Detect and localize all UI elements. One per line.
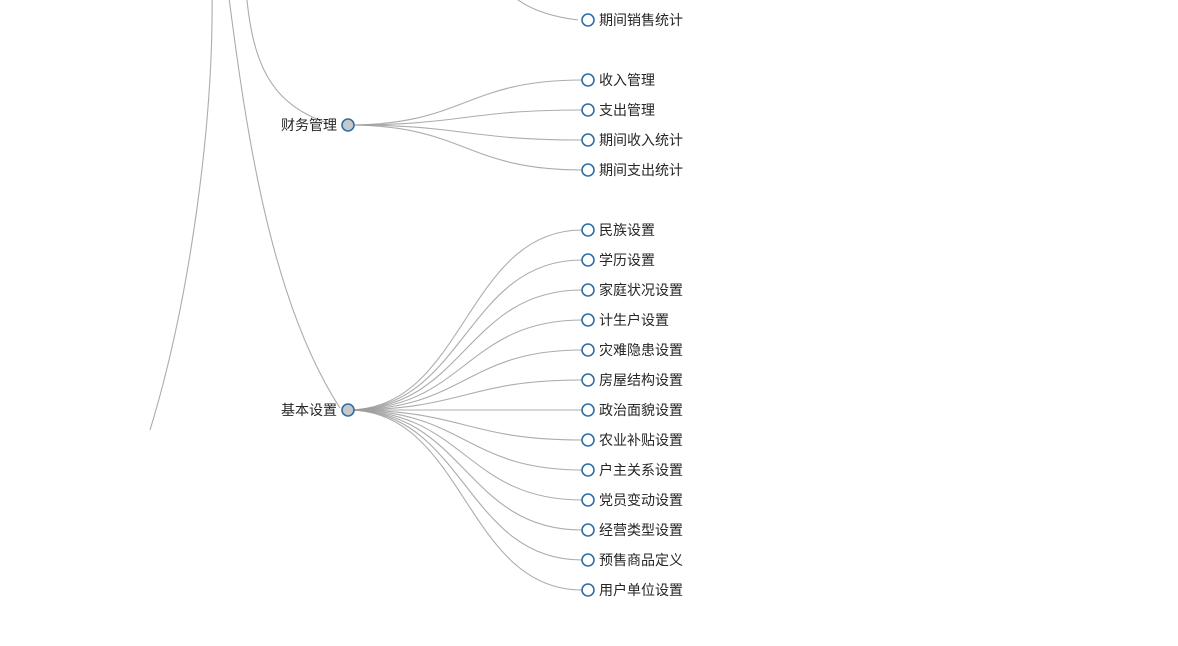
tree-node[interactable]: 政治面貌设置 (581, 403, 683, 419)
node-circle-leaf[interactable] (581, 253, 595, 267)
tree-node[interactable]: 预售商品定义 (581, 553, 683, 569)
node-label: 计生户设置 (599, 312, 669, 329)
tree-node[interactable]: 学历设置 (581, 253, 655, 269)
node-label: 期间支出统计 (599, 163, 683, 179)
node-label: 房屋结构设置 (599, 373, 683, 389)
links-layer (149, 0, 583, 591)
node-label: 财务管理 (281, 118, 337, 134)
node-label: 家庭状况设置 (599, 282, 683, 299)
tree-node[interactable]: 农业补贴设置 (581, 433, 683, 449)
tree-link (347, 409, 583, 501)
tree-link (347, 124, 583, 171)
tree-node[interactable]: 党员变动设置 (581, 493, 683, 509)
node-label: 灾难隐患设置 (599, 342, 683, 359)
node-label: 预售商品定义 (599, 553, 683, 569)
tree-node[interactable]: 用户单位设置 (581, 582, 683, 599)
tree-link (347, 409, 583, 591)
tree-node[interactable]: 收入管理 (581, 73, 655, 89)
node-label: 期间收入统计 (599, 133, 683, 149)
node-circle-leaf[interactable] (581, 73, 595, 87)
node-toggle-circle-collapsed[interactable] (341, 403, 355, 417)
node-label: 基本设置 (281, 402, 337, 419)
node-circle-leaf[interactable] (581, 373, 595, 387)
node-circle-leaf[interactable] (581, 463, 595, 477)
node-circle-leaf[interactable] (581, 13, 595, 27)
node-circle-leaf[interactable] (581, 433, 595, 447)
tree-link (347, 229, 583, 411)
tree-node[interactable]: 期间收入统计 (581, 133, 683, 149)
tree-node[interactable]: 期间销售统计 (581, 13, 683, 29)
node-circle-leaf[interactable] (581, 283, 595, 297)
node-circle-leaf[interactable] (581, 493, 595, 507)
tree-node[interactable]: 房屋结构设置 (581, 373, 683, 389)
tree-link (347, 124, 583, 141)
node-circle-leaf[interactable] (581, 583, 595, 597)
tree-node[interactable]: 财务管理 (281, 118, 355, 134)
tree-link (347, 349, 583, 411)
node-circle-leaf[interactable] (581, 343, 595, 357)
tree-node[interactable]: 灾难隐患设置 (581, 342, 683, 359)
node-circle-leaf[interactable] (581, 523, 595, 537)
node-circle-leaf[interactable] (581, 553, 595, 567)
node-circle-leaf[interactable] (581, 403, 595, 417)
link-into-period-sales (517, 0, 579, 21)
node-label: 民族设置 (599, 223, 655, 239)
tree-link (347, 409, 583, 441)
tree-node[interactable]: 户主关系设置 (581, 462, 683, 479)
node-circle-leaf[interactable] (581, 163, 595, 177)
node-circle-leaf[interactable] (581, 223, 595, 237)
node-label: 收入管理 (599, 73, 655, 89)
tree-link (347, 259, 583, 411)
node-label: 支出管理 (599, 103, 655, 119)
link-to-offscreen-parent-2 (246, 0, 331, 125)
node-circle-leaf[interactable] (581, 103, 595, 117)
tree-node[interactable]: 经营类型设置 (581, 523, 683, 539)
node-circle-leaf[interactable] (581, 133, 595, 147)
node-label: 学历设置 (599, 253, 655, 269)
tree-link (347, 379, 583, 411)
tree-node[interactable]: 计生户设置 (581, 312, 669, 329)
tree-link (347, 109, 583, 126)
link-down-to-basic-settings (228, 0, 341, 409)
tree-link (347, 409, 583, 471)
node-label: 政治面貌设置 (599, 403, 683, 419)
node-label: 用户单位设置 (599, 582, 683, 599)
tree-node[interactable]: 家庭状况设置 (581, 282, 683, 299)
tree-node[interactable]: 支出管理 (581, 103, 655, 119)
tree-link (347, 319, 583, 411)
node-label: 农业补贴设置 (599, 433, 683, 449)
tree-link (347, 79, 583, 126)
node-toggle-circle-collapsed[interactable] (341, 118, 355, 132)
node-label: 经营类型设置 (599, 523, 683, 539)
node-label: 期间销售统计 (599, 13, 683, 29)
tree-link (347, 409, 583, 561)
tree-node[interactable]: 基本设置 (281, 402, 355, 419)
tree-node[interactable]: 民族设置 (581, 223, 655, 239)
node-label: 户主关系设置 (599, 462, 683, 479)
node-circle-leaf[interactable] (581, 313, 595, 327)
tree-link (347, 409, 583, 531)
node-label: 党员变动设置 (599, 493, 683, 509)
link-to-offscreen-parent-1 (149, 0, 213, 431)
tree-node[interactable]: 期间支出统计 (581, 163, 683, 179)
tree-link (347, 289, 583, 411)
